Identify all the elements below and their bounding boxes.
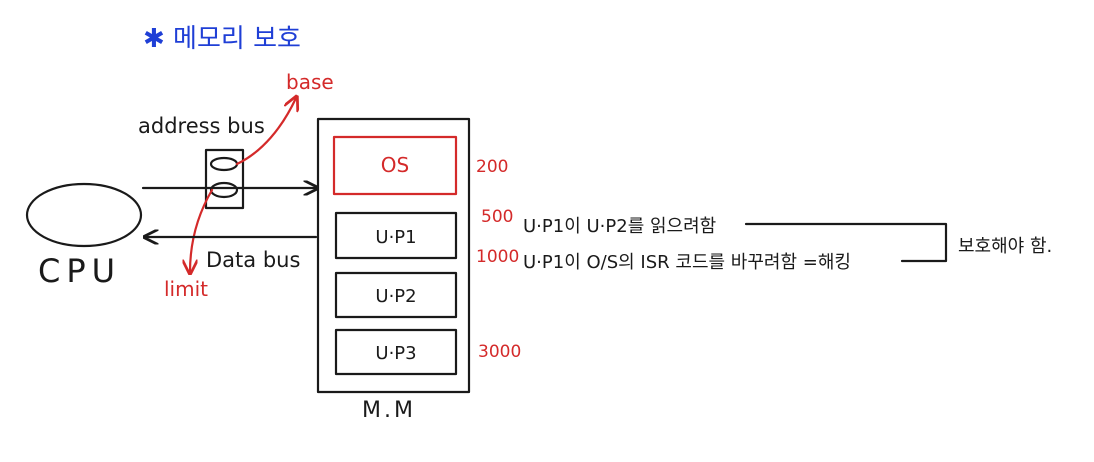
note-line-2: U·P1이 O/S의 ISR 코드를 바꾸려함 =해킹 <box>523 252 851 273</box>
memory-block-os <box>332 135 458 196</box>
cpu-label: CPU <box>38 252 121 290</box>
cpu-shape <box>25 182 143 248</box>
memory-block-up3 <box>334 328 458 376</box>
memory-block-up1-label: U·P1 <box>375 227 416 248</box>
base-arrow <box>235 98 296 166</box>
data-bus-label: Data bus <box>206 248 300 272</box>
base-register <box>209 156 239 172</box>
protection-label: 보호해야 함. <box>958 236 1052 257</box>
limit-arrow <box>190 188 214 272</box>
main-memory-box <box>316 117 471 394</box>
address-label-500: 500 <box>481 207 513 227</box>
limit-register <box>209 181 239 199</box>
main-memory-label: M.M <box>362 398 416 423</box>
memory-block-up1 <box>334 211 458 260</box>
memory-block-up2-label: U·P2 <box>375 286 416 307</box>
memory-block-up3-label: U·P3 <box>375 343 416 364</box>
page-title: ✱ 메모리 보호 <box>143 24 301 54</box>
memory-block-up2 <box>334 271 458 319</box>
memory-block-os-label: OS <box>381 153 409 177</box>
base-label: base <box>286 70 334 94</box>
address-bus-label: address bus <box>138 114 265 138</box>
address-label-3000: 3000 <box>478 342 521 362</box>
address-label-1000: 1000 <box>476 247 519 267</box>
limit-label: limit <box>164 277 208 301</box>
register-box <box>204 148 245 210</box>
note-line-1: U·P1이 U·P2를 읽으려함 <box>523 216 716 237</box>
protection-bracket <box>744 222 948 263</box>
address-label-200: 200 <box>476 157 508 177</box>
